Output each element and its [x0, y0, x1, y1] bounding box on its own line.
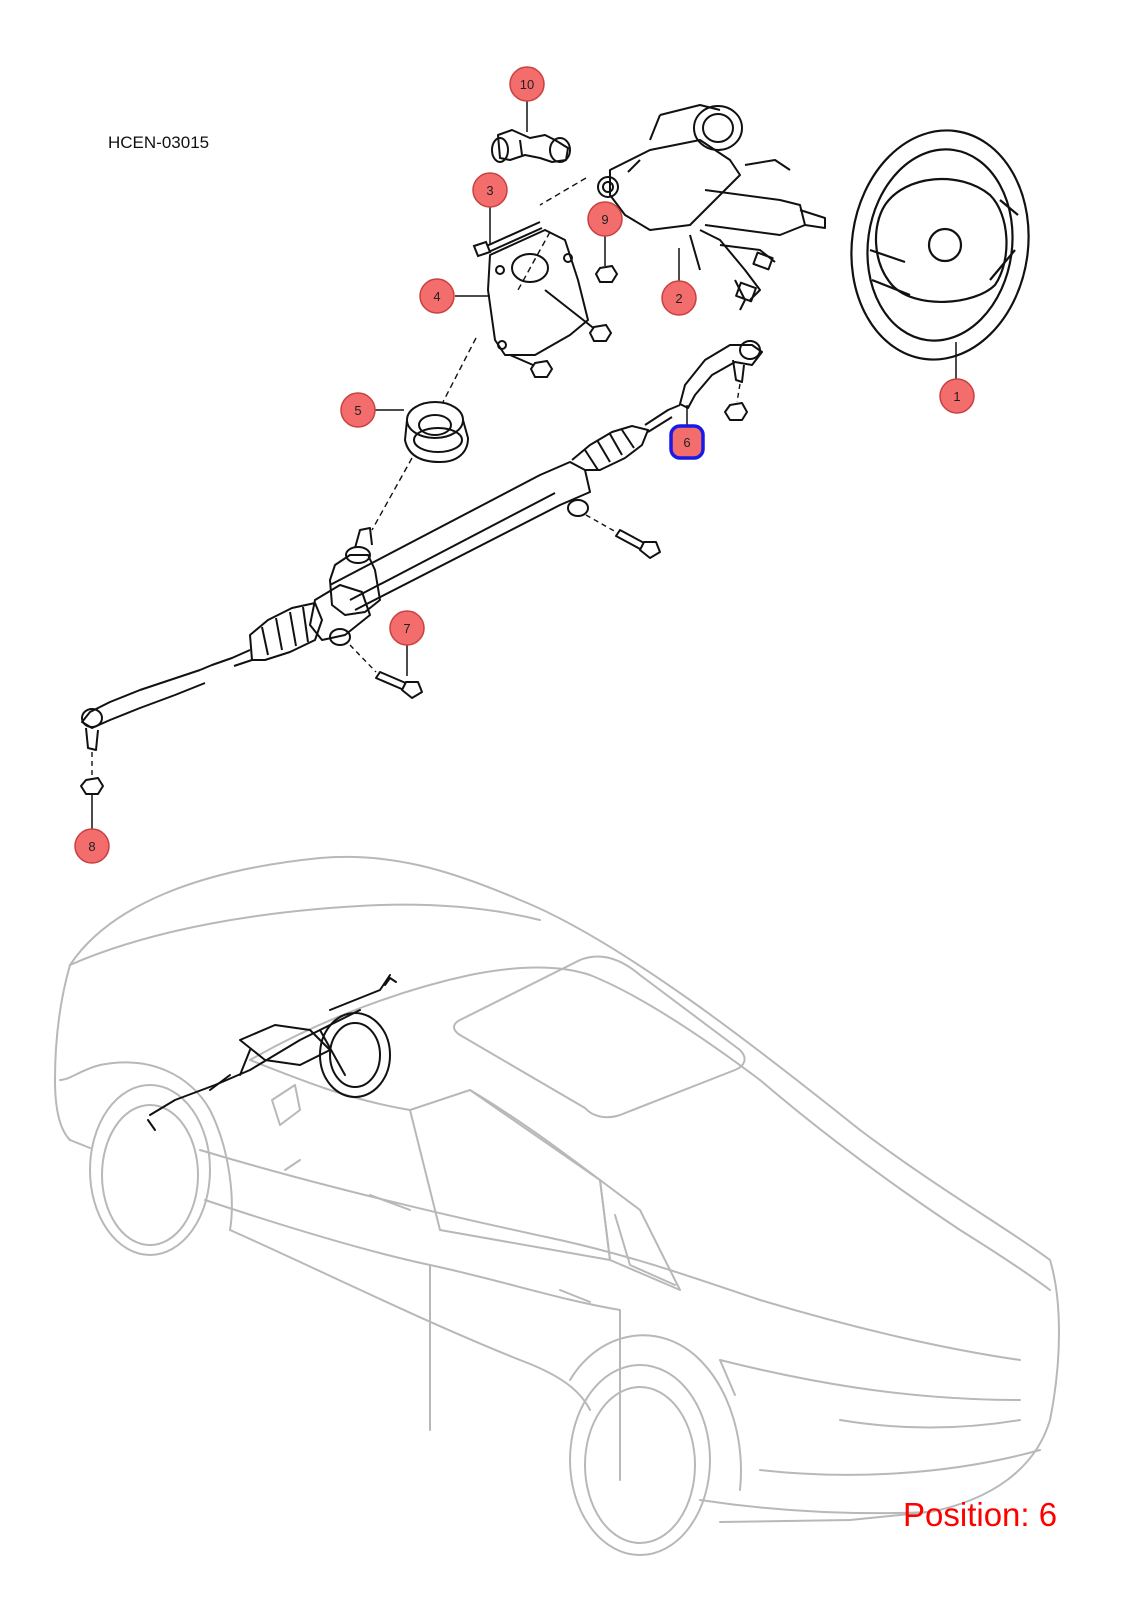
steering-column: [597, 104, 826, 311]
callout-7[interactable]: 7: [389, 610, 425, 646]
callout-number: 5: [354, 403, 361, 418]
callout-number: 1: [953, 389, 960, 404]
callout-1[interactable]: 1: [939, 378, 975, 414]
callout-9[interactable]: 9: [587, 201, 623, 237]
callout-2[interactable]: 2: [661, 280, 697, 316]
callout-marker[interactable]: [389, 610, 425, 646]
callout-marker[interactable]: [587, 201, 623, 237]
alignment-lines: [371, 177, 587, 531]
callout-marker[interactable]: [419, 278, 455, 314]
plate-nuts: [529, 264, 619, 378]
upper-bolt: [472, 221, 543, 258]
callout-number: 7: [403, 621, 410, 636]
steering-wheel: [850, 129, 1030, 361]
callout-marker[interactable]: [939, 378, 975, 414]
document-id: HCEN-03015: [108, 133, 210, 152]
rack-fasteners: [80, 402, 748, 795]
grommet: [404, 401, 469, 463]
bulkhead-plate: [487, 229, 597, 369]
callout-number: 10: [520, 77, 534, 92]
car-steering-inset: [147, 974, 397, 1131]
callout-marker[interactable]: [472, 172, 508, 208]
callout-number: 9: [601, 212, 608, 227]
callout-marker[interactable]: [661, 280, 697, 316]
callout-10[interactable]: 10: [509, 66, 545, 102]
callout-number: 8: [88, 839, 95, 854]
callout-number: 3: [486, 183, 493, 198]
callout-3[interactable]: 3: [472, 172, 508, 208]
callout-marker[interactable]: [669, 424, 705, 460]
callout-number: 6: [683, 435, 690, 450]
position-label: Position: 6: [903, 1496, 1058, 1533]
callout-5[interactable]: 5: [340, 392, 376, 428]
callout-4[interactable]: 4: [419, 278, 455, 314]
callout-number: 4: [433, 289, 440, 304]
callout-marker[interactable]: [509, 66, 545, 102]
leader-lines: [91, 101, 957, 829]
intermediate-shaft: [491, 129, 571, 163]
rack-alignment-lines: [91, 383, 741, 776]
callout-number: 2: [675, 291, 682, 306]
callout-marker[interactable]: [340, 392, 376, 428]
callout-marker[interactable]: [74, 828, 110, 864]
callout-6[interactable]: 6: [669, 424, 705, 460]
car-outline: [54, 855, 1060, 1556]
callout-8[interactable]: 8: [74, 828, 110, 864]
steering-rack: [81, 340, 763, 751]
callout-layer: 1 2 3 4 5 6 7 8 9 10: [74, 66, 975, 864]
